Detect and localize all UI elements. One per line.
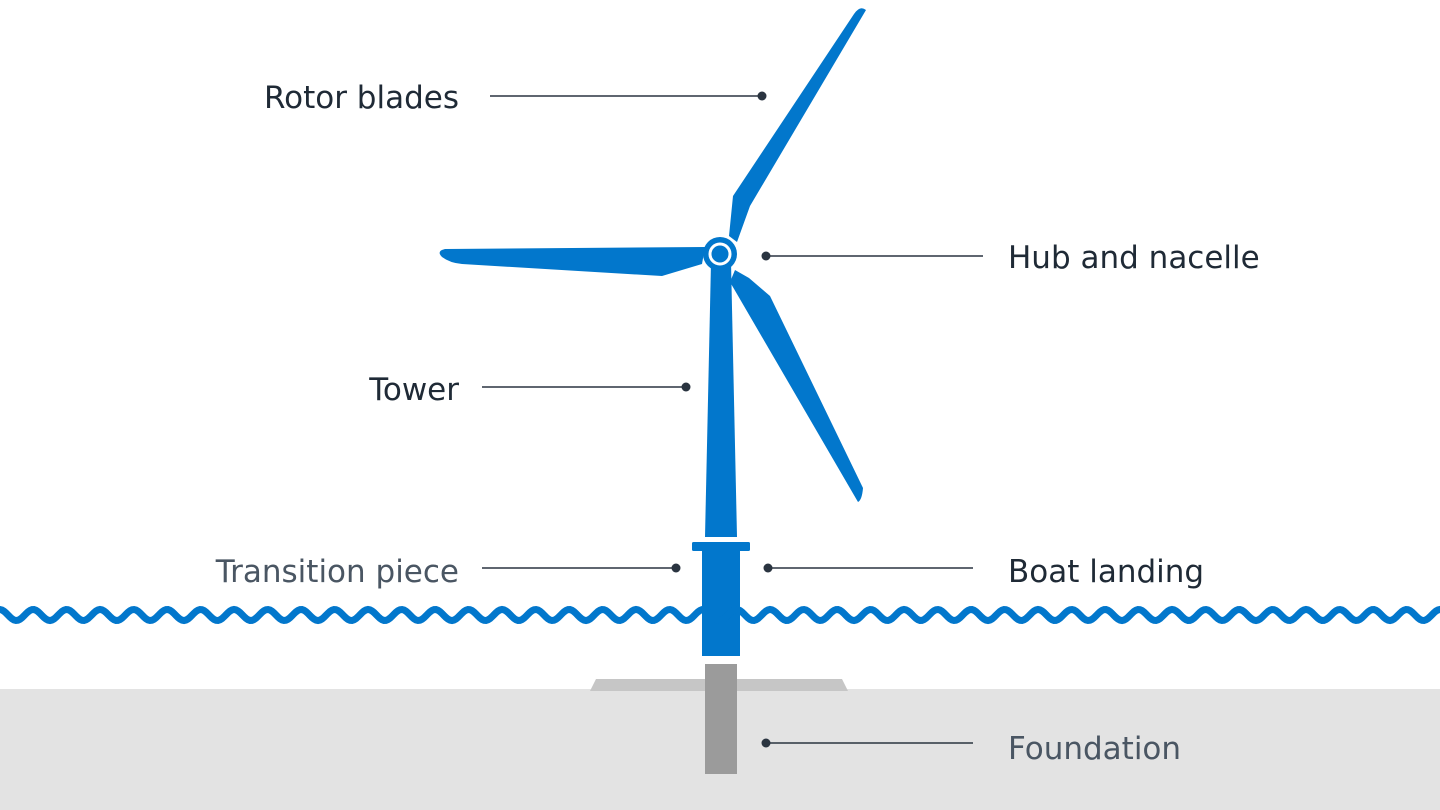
tower (705, 262, 737, 537)
foundation-pointer-dot (761, 738, 771, 748)
hub-and-nacelle-pointer-dot (761, 251, 771, 261)
transition-piece (702, 550, 740, 656)
boat-landing-pointer-dot (763, 563, 773, 573)
boat-landing-platform (692, 542, 750, 551)
sea-surface-wave (0, 605, 1440, 625)
foundation-pile (705, 664, 737, 774)
rotor-blades-pointer-dot (757, 91, 767, 101)
rotor-blade-top (729, 8, 866, 243)
transition-piece-pointer-dot (671, 563, 681, 573)
label-tower: Tower (368, 372, 459, 408)
label-boat-landing: Boat landing (1008, 554, 1204, 590)
tower-pointer-dot (681, 382, 691, 392)
rotor-blade-left (439, 247, 705, 276)
hub-highlight (708, 242, 732, 266)
label-rotor-blades: Rotor blades (264, 80, 459, 116)
label-hub-and-nacelle: Hub and nacelle (1008, 240, 1260, 276)
rotor-blade-right (730, 270, 863, 502)
label-foundation: Foundation (1008, 731, 1181, 767)
label-transition-piece: Transition piece (215, 554, 459, 590)
